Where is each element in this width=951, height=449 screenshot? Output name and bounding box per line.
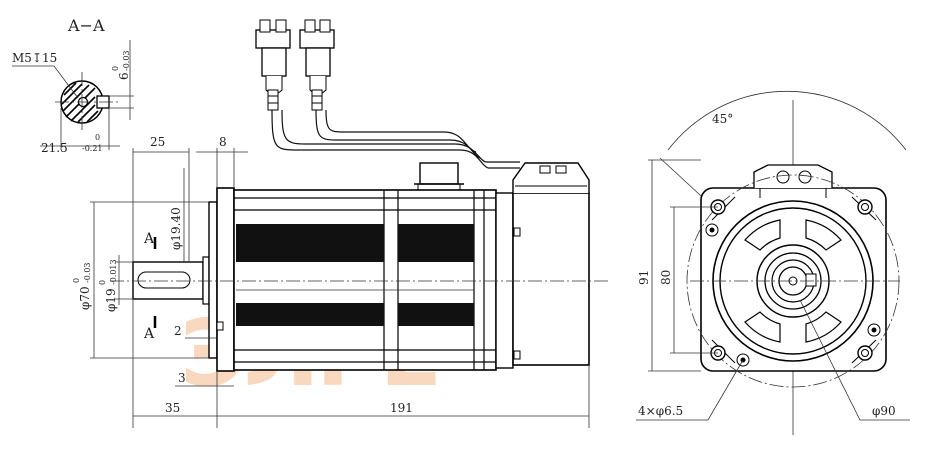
flange-upper-tol: 0	[72, 278, 81, 283]
motor-rear-cap	[495, 192, 514, 369]
end-view: 45°	[636, 91, 910, 435]
shaft-length-label: 25	[150, 135, 165, 149]
shaft-key	[137, 271, 191, 289]
cables	[271, 109, 520, 169]
section-mark-bottom: A	[143, 326, 155, 342]
section-view-a-a: A−A M5↧15 6 -0.03 0 21.5	[12, 16, 134, 155]
body-band-bottom-right	[398, 303, 474, 326]
flange-step-label: 2	[174, 324, 182, 338]
terminal-block	[419, 162, 459, 185]
key-depth-upper-tol: 0	[111, 66, 120, 71]
front-length-label: 35	[165, 401, 180, 415]
step-length-label: 8	[219, 135, 227, 149]
section-title: A−A	[67, 16, 105, 35]
section-mark-top: A	[143, 231, 155, 247]
keyway-width-upper-tol: 0	[95, 133, 100, 142]
key-depth-value: 6	[117, 72, 131, 80]
pilot-diameter-label: φ19.40	[169, 207, 183, 250]
total-length-label: 191	[390, 401, 413, 415]
bolt-circle-label: φ90	[872, 404, 896, 418]
motor-flange	[208, 201, 218, 359]
bolt-spacing-label: 80	[659, 270, 673, 285]
thread-callout: M5↧15	[12, 51, 57, 65]
flange-plate	[216, 187, 235, 372]
body-band-top-right	[398, 224, 474, 262]
keyway-width-value: 21.5	[41, 141, 68, 155]
flange-thickness-label: 3	[178, 371, 186, 385]
section-hatching	[61, 82, 99, 123]
side-view: A A 25 8 φ19.40 φ70 0 -0.03 φ19 0	[72, 19, 610, 428]
keyway-width-lower-tol: -0.21	[82, 144, 103, 153]
holes-label: 4×φ6.5	[638, 404, 683, 418]
angle-label: 45°	[712, 112, 733, 126]
connector-left	[255, 19, 291, 111]
shaft-diameter-label: φ19	[104, 288, 118, 312]
body-band-bottom-left	[236, 303, 384, 326]
connector-right	[299, 19, 335, 111]
encoder-housing	[512, 192, 590, 366]
encoder-top-box	[512, 162, 590, 193]
shaft-step	[202, 256, 210, 305]
shaft-lower-tol: -0.013	[109, 259, 118, 285]
outer-size-label: 91	[637, 270, 651, 285]
motor-body	[233, 189, 497, 371]
key-depth-lower-tol: -0.03	[122, 50, 131, 71]
body-band-top-left	[236, 224, 384, 262]
shaft-upper-tol: 0	[98, 280, 107, 285]
flange-diameter-label: φ70	[78, 286, 92, 310]
bolt-holes	[705, 199, 881, 367]
body-ribs	[234, 190, 496, 370]
flange-lower-tol: -0.03	[83, 262, 92, 283]
